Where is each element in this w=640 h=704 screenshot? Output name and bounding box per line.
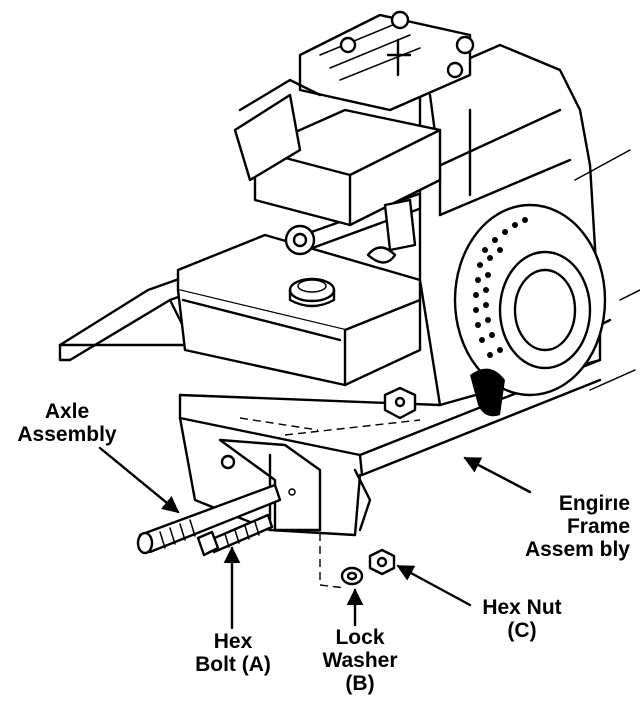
hex-nut-label: Hex Nut (C) <box>462 596 582 642</box>
axle-assembly-label: Axle Assembly <box>12 400 122 446</box>
fuel-tank-drawing <box>176 233 422 387</box>
lock-washer-label: Lock Washer (B) <box>318 626 402 695</box>
hex-bolt-label-line-2: Bolt (A) <box>195 653 271 676</box>
engine-frame-label-line-3: Assem bly <box>524 538 630 561</box>
hex-bolt-label-line-1: Hex <box>213 630 253 653</box>
axle-leader-arrow <box>98 446 180 514</box>
lock-washer-label-line-3: (B) <box>345 672 375 695</box>
hex-bolt-drawing <box>196 513 274 557</box>
hex-bolt-label: Hex Bolt (A) <box>178 630 288 676</box>
engine-body-drawing <box>233 10 640 420</box>
axle-assembly-label-line-1: Axle <box>44 400 90 423</box>
axle-assembly-label-line-2: Assembly <box>17 423 117 446</box>
lock-washer-label-line-1: Lock <box>335 626 385 649</box>
frame-leader-arrow <box>463 456 532 494</box>
lock-washer-drawing <box>340 566 364 586</box>
hex-nut-leader-arrow <box>396 564 472 607</box>
engine-frame-label-line-1: Engirıe <box>558 492 630 515</box>
hex-nut-drawing <box>368 548 396 576</box>
lock-washer-label-line-2: Washer <box>322 649 398 672</box>
hex-nut-label-line-1: Hex Nut <box>482 596 562 619</box>
hex-nut-label-line-2: (C) <box>507 619 537 642</box>
axle-drawing <box>136 483 282 555</box>
engine-frame-label-line-2: Frame <box>566 515 630 538</box>
engine-frame-assembly-label: Engirıe Frame Assem bly <box>500 492 630 561</box>
